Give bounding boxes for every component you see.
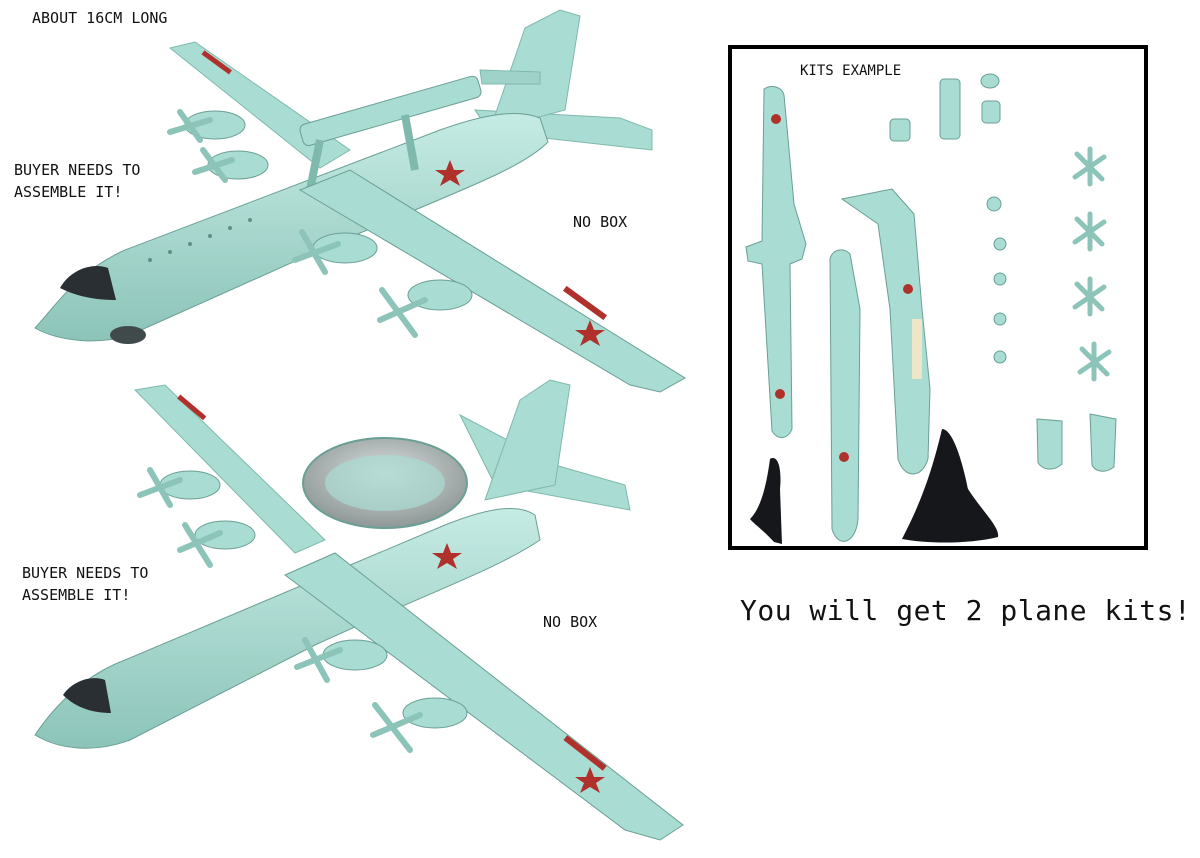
fuselage-tail-part xyxy=(840,188,931,475)
fuselage-part xyxy=(829,249,861,542)
stand-part xyxy=(750,458,782,544)
tail-fin xyxy=(489,9,581,131)
no-box-label-top: NO BOX xyxy=(573,213,628,231)
kits-example-label: KITS EXAMPLE xyxy=(800,63,902,79)
promo-headline: You will get 2 plane kits! xyxy=(740,594,1192,627)
assemble-note-bottom: BUYER NEEDS TO ASSEMBLE IT! xyxy=(22,564,149,604)
panel-dots xyxy=(148,218,252,262)
cockpit-glass xyxy=(60,266,116,300)
wing-far xyxy=(168,41,351,169)
radar-beam xyxy=(299,75,482,147)
wing-part xyxy=(745,86,807,438)
stand-part xyxy=(902,429,999,543)
kit-parts-photo xyxy=(745,73,1117,544)
length-label: ABOUT 16CM LONG xyxy=(32,9,168,27)
no-box-label-bottom: NO BOX xyxy=(543,613,598,631)
plane-photo-bottom xyxy=(34,379,684,841)
fuselage xyxy=(34,113,549,342)
kits-example-panel: KITS EXAMPLE xyxy=(728,45,1148,550)
assemble-note-top: BUYER NEEDS TO ASSEMBLE IT! xyxy=(14,161,141,201)
roundel xyxy=(201,50,607,346)
plane-photo-top xyxy=(34,9,686,393)
propeller xyxy=(167,109,428,338)
propeller-parts xyxy=(1072,146,1112,382)
wing-near xyxy=(298,169,686,393)
